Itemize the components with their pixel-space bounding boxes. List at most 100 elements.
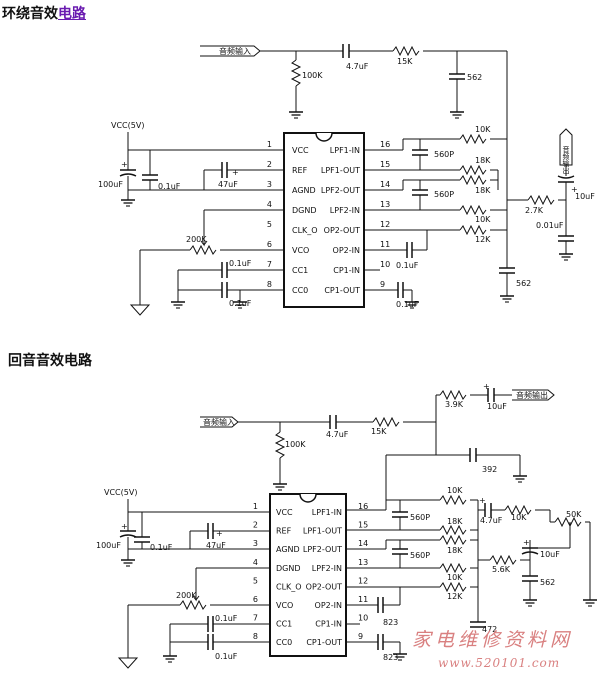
chip-pin-number: 12 — [358, 576, 368, 585]
bottom-r39-label: 3.9K — [445, 400, 464, 409]
chip-pin-name: VCC — [292, 146, 309, 155]
bottom-c823a-label: 823 — [383, 618, 398, 627]
bottom-r18-label: 18K — [447, 517, 463, 526]
bottom-r10c-label: 10K — [511, 513, 527, 522]
svg-text:+: + — [479, 496, 486, 505]
top-c01-label: 0.1uF — [158, 182, 181, 191]
bottom-r15 — [372, 416, 400, 428]
bottom-chip-notch — [299, 493, 317, 503]
chip-pin-name: AGND — [292, 186, 316, 195]
chip-pin-number: 16 — [380, 140, 390, 149]
top-r10a-label: 10K — [475, 125, 491, 134]
chip-pin-number: 5 — [253, 576, 258, 585]
chip-pin-number: 9 — [358, 632, 363, 641]
svg-text:+: + — [571, 185, 578, 194]
top-vcc-label: VCC(5V) — [111, 121, 144, 130]
svg-text:+: + — [483, 382, 490, 391]
chip-pin-number: 9 — [380, 280, 385, 289]
bottom-r15-label: 15K — [371, 427, 387, 436]
top-r10a — [459, 133, 487, 145]
bottom-r10b — [439, 562, 467, 574]
top-c560b-label: 560P — [434, 190, 454, 199]
chip-pin-number: 16 — [358, 502, 368, 511]
bottom-r100 — [274, 431, 286, 459]
bottom-chip — [269, 493, 347, 657]
bottom-cc0-label: 0.1uF — [215, 652, 238, 661]
chip-pin-name: LPF1-OUT — [303, 527, 342, 536]
chip-pin-name: CP1-OUT — [324, 286, 360, 295]
svg-text:+: + — [121, 522, 128, 531]
top-c560a-label: 560P — [434, 150, 454, 159]
top-chip-notch — [315, 132, 333, 142]
top-cc0-label: 0.1uF — [229, 299, 252, 308]
bottom-input-label: 音频输入 — [203, 417, 235, 427]
chip-pin-name: DGND — [276, 564, 301, 573]
top-c47-label: 47uF — [218, 180, 238, 189]
chip-pin-number: 13 — [358, 558, 368, 567]
bottom-c-in-label: 4.7uF — [326, 430, 349, 439]
svg-text:18K: 18K — [447, 546, 463, 555]
chip-pin-number: 1 — [267, 140, 272, 149]
chip-pin-name: OP2-OUT — [306, 582, 342, 591]
chip-pin-number: 7 — [267, 260, 272, 269]
surround-circuit: 音频输入 4.7uF 15K 100K 562 1VCC2REF3AGND4DG… — [98, 44, 595, 316]
chip-pin-number: 2 — [253, 521, 258, 530]
svg-text:+: + — [523, 538, 530, 547]
chip-pin-name: CC0 — [276, 638, 292, 647]
bottom-c560b-label: 560P — [410, 551, 430, 560]
top-r15 — [392, 45, 420, 57]
chip-pin-number: 6 — [253, 595, 258, 604]
top-c10u-label: 10uF — [575, 192, 595, 201]
top-r27 — [527, 194, 555, 206]
chip-pin-name: VCO — [292, 246, 309, 255]
top-title-link[interactable]: 电路 — [58, 6, 86, 22]
bottom-r39 — [439, 389, 467, 401]
top-title-text: 环绕音效 — [2, 6, 58, 22]
echo-circuit: 音频输入 4.7uF 15K 100K 3.9K + 10uF 音频输出 392 — [96, 382, 598, 669]
top-c562-label: 562 — [467, 73, 482, 82]
top-cp-cap-label: 0.1uF — [396, 300, 419, 309]
watermark-url: www.520101.com — [438, 656, 560, 670]
svg-text:+: + — [216, 529, 223, 538]
bottom-section-title: 回音音效电路 — [8, 350, 92, 370]
bottom-c560a-label: 560P — [410, 513, 430, 522]
chip-pin-name: OP2-IN — [315, 601, 342, 610]
chip-pin-number: 12 — [380, 220, 390, 229]
chip-pin-number: 6 — [267, 240, 272, 249]
bottom-c472-label: 472 — [482, 625, 497, 634]
top-c-in-label: 4.7uF — [346, 62, 369, 71]
chip-pin-number: 11 — [380, 240, 390, 249]
chip-pin-name: OP2-OUT — [324, 226, 360, 235]
bottom-c100-label: 100uF — [96, 541, 121, 550]
chip-pin-number: 1 — [253, 502, 258, 511]
bottom-r10a — [439, 494, 467, 506]
chip-pin-name: LPF2-OUT — [321, 186, 360, 195]
chip-pin-name: CC1 — [292, 266, 308, 275]
chip-pin-name: OP2-IN — [333, 246, 360, 255]
top-output-label: 音频输出 — [562, 145, 570, 175]
bottom-vcc-label: VCC(5V) — [104, 488, 137, 497]
chip-pin-name: LPF2-OUT — [303, 545, 342, 554]
chip-pin-name: REF — [292, 166, 308, 175]
bottom-r12 — [439, 581, 467, 593]
chip-pin-name: CP1-IN — [315, 620, 342, 629]
bottom-r56-label: 5.6K — [492, 565, 511, 574]
top-r15-label: 15K — [397, 57, 413, 66]
top-section-title: 环绕音效电路 — [2, 3, 86, 23]
bottom-c10out-label: 10uF — [487, 402, 507, 411]
chip-pin-name: LPF2-IN — [312, 564, 342, 573]
chip-pin-name: CC0 — [292, 286, 308, 295]
bottom-output-label: 音频输出 — [516, 390, 548, 400]
chip-pin-number: 15 — [380, 160, 390, 169]
bottom-title-text: 回音音效电路 — [8, 353, 92, 369]
chip-pin-number: 3 — [267, 180, 272, 189]
chip-pin-number: 14 — [380, 180, 390, 189]
svg-text:18K: 18K — [475, 186, 491, 195]
chip-pin-name: LPF2-IN — [330, 206, 360, 215]
chip-pin-number: 5 — [267, 220, 272, 229]
svg-text:+: + — [121, 160, 128, 169]
chip-pin-name: LPF1-IN — [330, 146, 360, 155]
bottom-r100-label: 100K — [285, 440, 306, 449]
chip-pin-name: DGND — [292, 206, 317, 215]
